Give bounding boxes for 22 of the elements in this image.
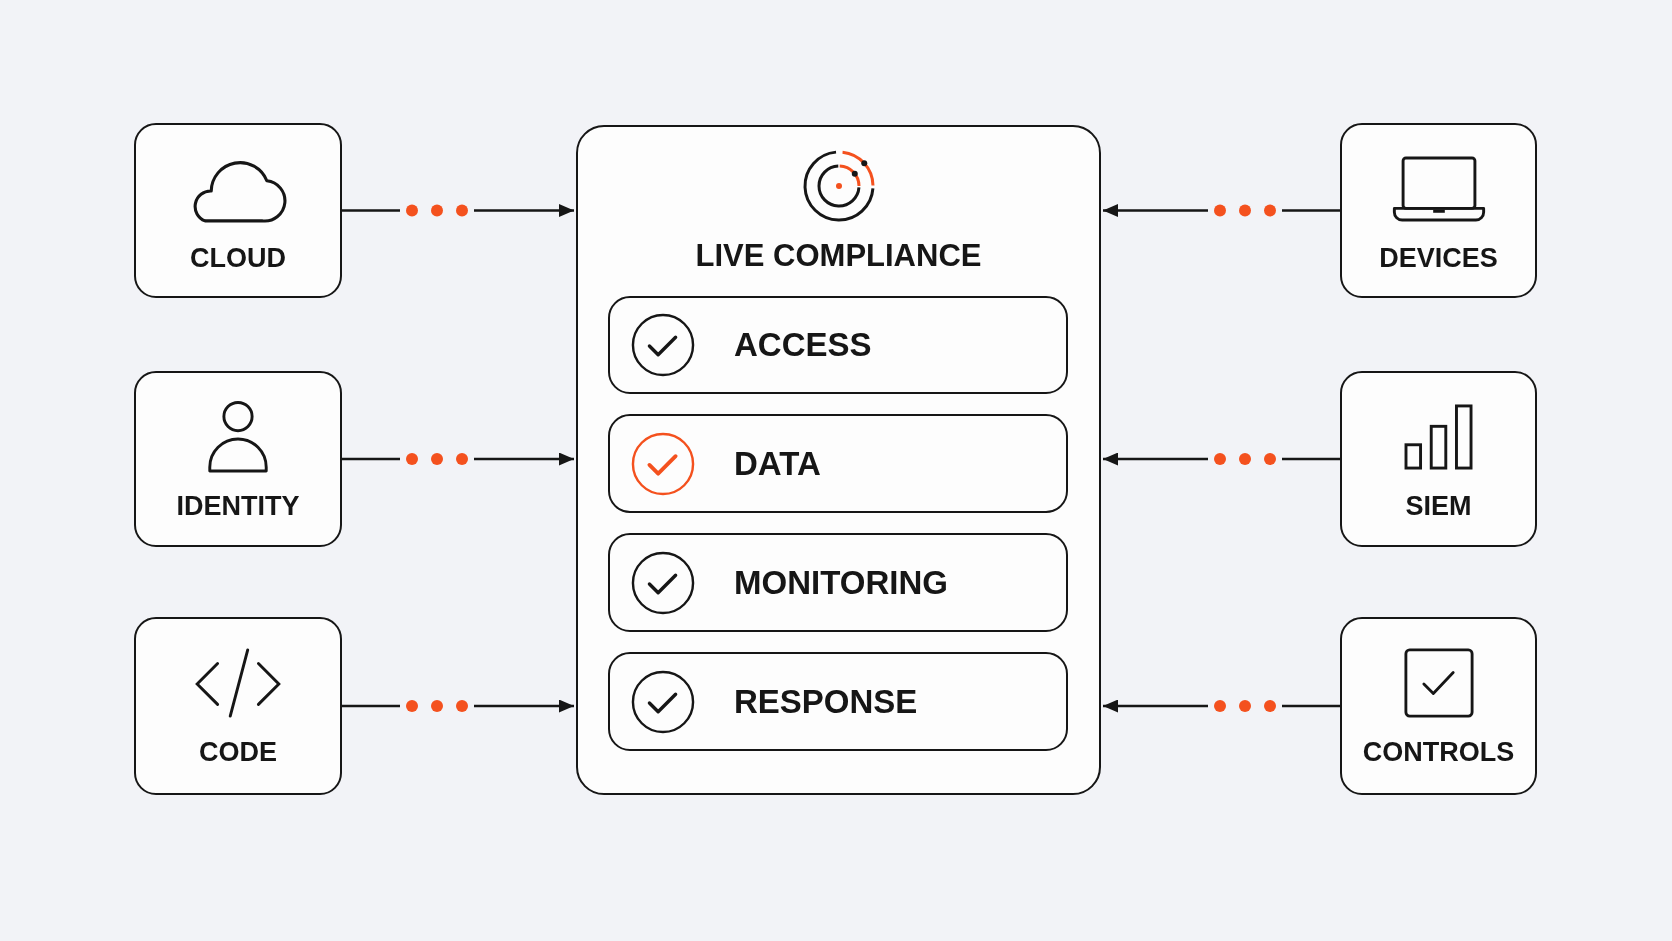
row-label: ACCESS [734, 325, 872, 365]
compliance-panel [576, 125, 1101, 795]
source-card [134, 617, 342, 795]
row-label: RESPONSE [734, 681, 918, 722]
source-card [134, 123, 342, 298]
panel-heading: LIVE COMPLIANCE [695, 237, 982, 275]
source-card [134, 371, 342, 547]
check-row [608, 414, 1068, 513]
source-card [1340, 123, 1537, 298]
card-label: SIEM [1405, 490, 1472, 523]
check-row [608, 296, 1068, 394]
row-label: DATA [734, 443, 821, 484]
source-card [1340, 617, 1537, 795]
check-row [608, 652, 1068, 751]
card-label: IDENTITY [176, 490, 300, 523]
card-label: CLOUD [190, 242, 286, 275]
card-label: CONTROLS [1362, 736, 1515, 769]
source-card [1340, 371, 1537, 547]
check-row [608, 533, 1068, 632]
row-label: MONITORING [734, 562, 948, 603]
card-label: DEVICES [1379, 242, 1498, 275]
card-label: CODE [199, 736, 277, 769]
